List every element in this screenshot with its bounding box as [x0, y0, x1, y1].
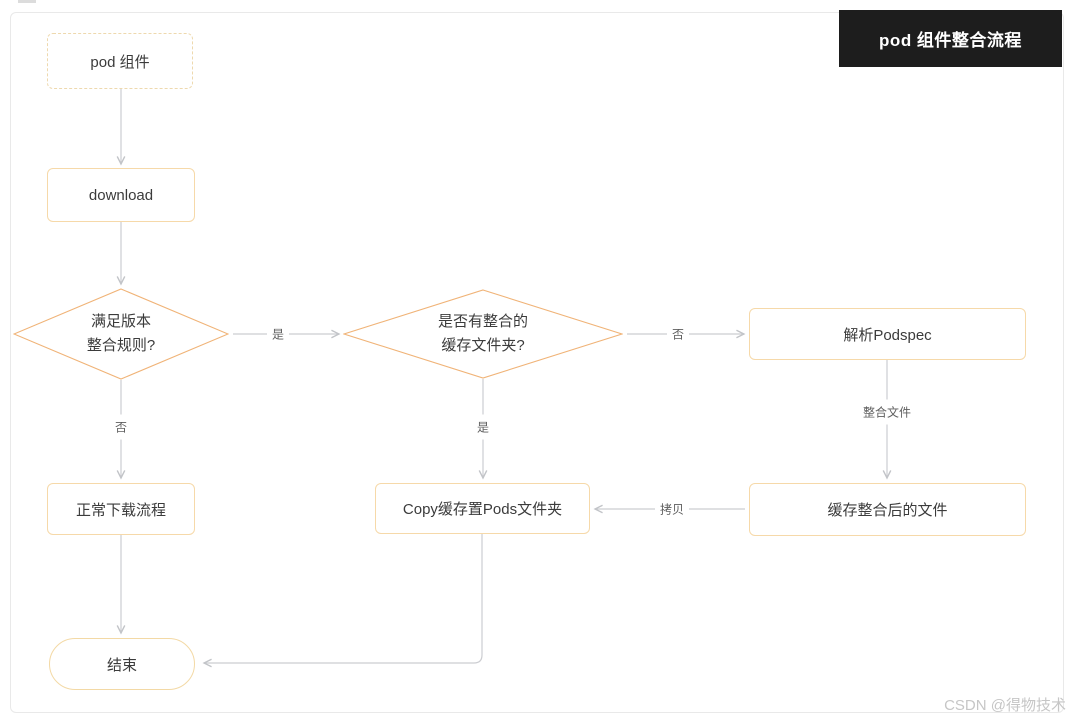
node-cache-check: 是否有整合的 缓存文件夹? — [343, 289, 623, 379]
node-cache-merged-label: 缓存整合后的文件 — [827, 502, 948, 519]
edge-label-version-yes: 是 — [266, 324, 290, 344]
diagram-card — [10, 12, 1064, 713]
edge-copy-to-end — [202, 534, 483, 668]
diamond-shape — [343, 289, 623, 379]
diamond-shape — [13, 288, 229, 380]
edge-label-version-no: 否 — [112, 414, 130, 440]
title-badge: pod 组件整合流程 — [839, 10, 1062, 67]
node-pod: pod 组件 — [47, 33, 193, 89]
node-parse-podspec: 解析Podspec — [749, 308, 1026, 360]
edge-label-cache-no: 否 — [666, 324, 690, 344]
node-version-check-line1: 满足版本 — [90, 312, 151, 330]
edge-label-copy: 拷贝 — [654, 499, 690, 519]
node-normal-download: 正常下载流程 — [47, 483, 195, 535]
node-copy-cache: Copy缓存置Pods文件夹 — [375, 483, 590, 534]
watermark: CSDN @得物技术 — [944, 697, 1066, 714]
node-version-check: 满足版本 整合规则? — [13, 288, 229, 380]
edge-label-merge-file: 整合文件 — [860, 399, 914, 425]
node-copy-cache-label: Copy缓存置Pods文件夹 — [402, 501, 563, 518]
node-version-check-line2: 整合规则? — [86, 336, 156, 354]
node-parse-podspec-label: 解析Podspec — [843, 326, 932, 344]
edge-label-cache-yes: 是 — [474, 414, 492, 440]
node-cache-merged: 缓存整合后的文件 — [749, 483, 1026, 536]
top-edge-fragment — [18, 0, 36, 3]
title-badge-text: pod 组件整合流程 — [879, 31, 1022, 50]
node-end-label: 结束 — [106, 656, 137, 674]
node-cache-check-line1: 是否有整合的 — [437, 312, 528, 330]
node-download: download — [47, 168, 195, 222]
node-download-label: download — [88, 186, 154, 204]
node-end: 结束 — [49, 638, 195, 690]
node-pod-label: pod 组件 — [90, 53, 150, 71]
node-normal-download-label: 正常下载流程 — [75, 501, 166, 519]
node-cache-check-line2: 缓存文件夹? — [441, 336, 525, 354]
